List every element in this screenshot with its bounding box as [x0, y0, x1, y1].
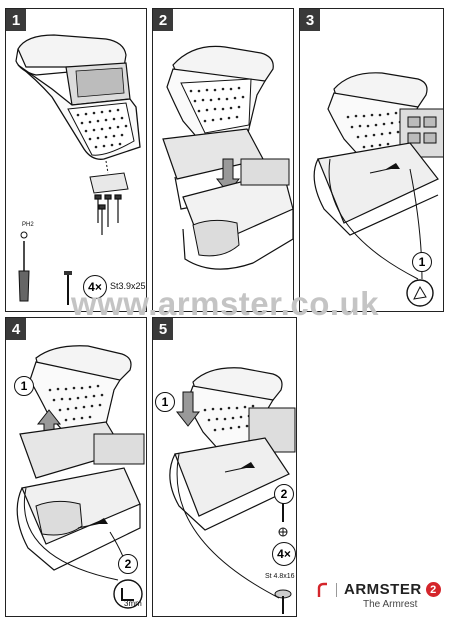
step-4-panel: 4 1 2 3mm [5, 317, 147, 617]
step-number: 3 [300, 9, 320, 31]
brand-name: ARMSTER [344, 581, 422, 598]
armrest-installed-illustration [313, 72, 443, 307]
brand-version-badge: 2 [425, 582, 441, 597]
screwdriver-type-label: PH2 [22, 222, 34, 228]
screw-quantity-badge: 4× [83, 275, 107, 299]
step-number: 1 [6, 9, 26, 31]
step-number: 4 [6, 318, 26, 340]
armrest-lift-illustration [16, 345, 145, 609]
armrest-lowering-illustration [162, 45, 293, 270]
hex-key-size-label: 3mm [124, 599, 142, 608]
website-watermark: www.armster.co.uk [70, 285, 380, 322]
step-number: 2 [153, 9, 173, 31]
screw-spec-label: St 4.8x16 [265, 573, 295, 580]
screw-quantity-badge: 4× [272, 542, 296, 566]
step-4-callout-1: 1 [14, 376, 34, 396]
step-5-panel: 5 1 2 4× St 4.8x16 [152, 317, 297, 617]
screw-spec-label: St3.9x25 [110, 281, 146, 291]
step-3-callout-1: 1 [412, 252, 432, 272]
step-5-callout-2: 2 [274, 484, 294, 504]
step-4-callout-2: 2 [118, 554, 138, 574]
step-1-panel: 1 PH [5, 8, 147, 312]
step-3-panel: 3 1 [299, 8, 444, 312]
step-2-panel: 2 [152, 8, 294, 312]
step-number: 5 [153, 318, 173, 340]
armrest-exploded-illustration [15, 34, 141, 305]
brand-tagline: The Armrest [363, 599, 418, 610]
brand-logo: ARMSTER 2 The Armrest [317, 581, 441, 610]
armrest-logo-icon [317, 582, 327, 597]
step-5-callout-1: 1 [155, 392, 175, 412]
armrest-lowering-fix-illustration [169, 367, 296, 614]
